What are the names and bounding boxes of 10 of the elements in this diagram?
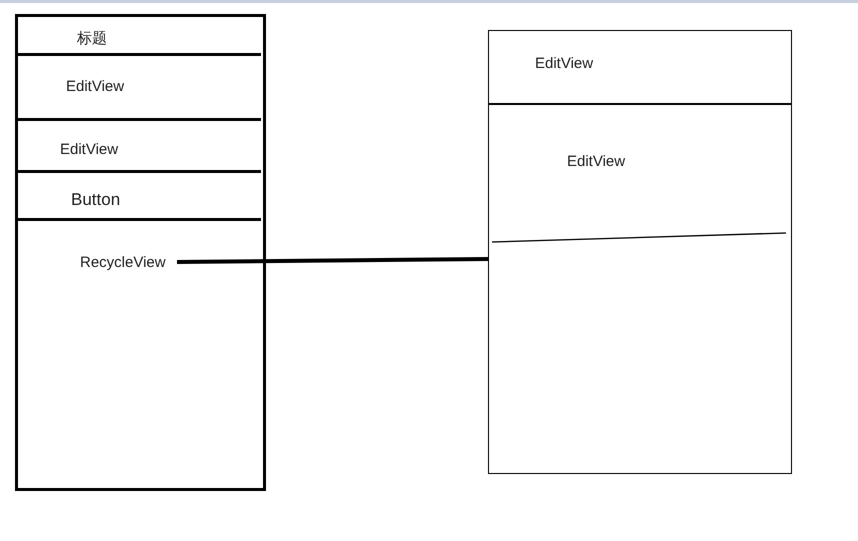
field-label: EditView [567, 153, 626, 171]
field-label: EditView [66, 78, 124, 96]
field-label: EditView [535, 55, 594, 73]
button-label: Button [71, 191, 120, 209]
title-text: 标题 [77, 30, 107, 48]
field-label: EditView [60, 141, 118, 159]
connector-line [176, 257, 488, 264]
list-item-frame [488, 30, 792, 474]
list-label: RecycleView [80, 254, 166, 272]
phone-screen-frame [15, 14, 266, 491]
